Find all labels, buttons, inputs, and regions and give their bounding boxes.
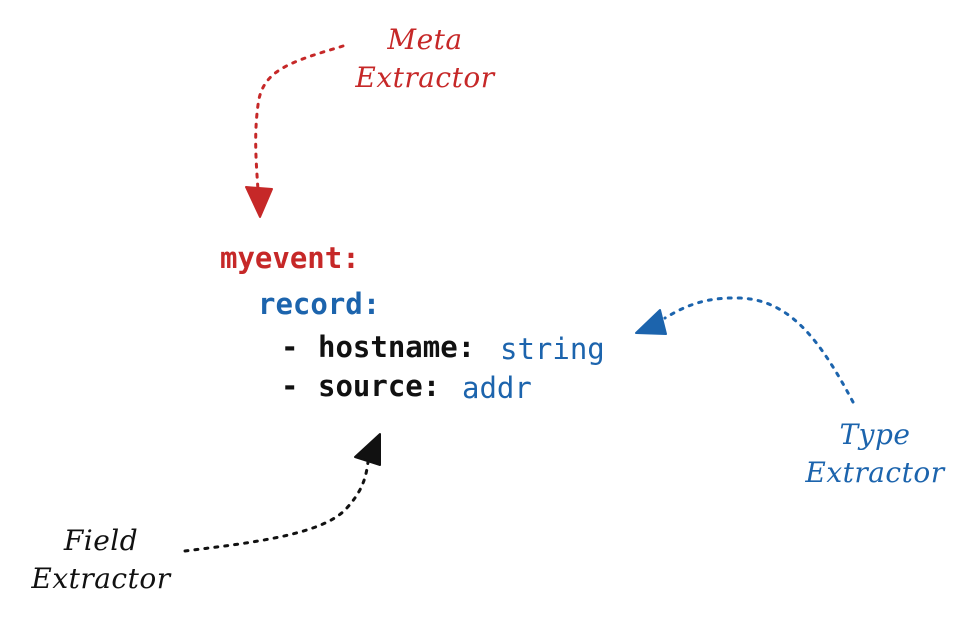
type-extractor-label: Type Extractor xyxy=(790,416,960,492)
type-extractor-arrowhead xyxy=(635,309,667,335)
field-name-hostname: hostname: xyxy=(318,330,476,364)
field-extractor-arrowhead xyxy=(354,433,381,466)
field-extractor-label-line-2: Extractor xyxy=(31,562,171,595)
field-extractor-label: Field Extractor xyxy=(16,522,186,598)
field-type-source: addr xyxy=(462,371,532,405)
meta-extractor-label-line-2: Extractor xyxy=(355,61,495,94)
meta-extractor-arrow xyxy=(254,44,345,192)
meta-extractor-label-line-1: Meta xyxy=(387,23,463,56)
field-type-hostname: string xyxy=(500,332,605,366)
type-extractor-label-line-2: Extractor xyxy=(805,456,945,489)
field-dash-hostname: - xyxy=(281,330,299,364)
field-extractor-arrow xyxy=(183,460,370,553)
record-key: record: xyxy=(258,287,381,321)
field-dash-source: - xyxy=(281,369,299,403)
type-extractor-label-line-1: Type xyxy=(839,418,911,451)
type-extractor-arrow xyxy=(663,296,855,404)
event-key: myevent: xyxy=(220,241,360,275)
field-name-source: source: xyxy=(318,369,441,403)
meta-extractor-arrowhead xyxy=(245,186,273,218)
field-extractor-label-line-1: Field xyxy=(63,524,139,557)
meta-extractor-label: Meta Extractor xyxy=(340,21,510,97)
